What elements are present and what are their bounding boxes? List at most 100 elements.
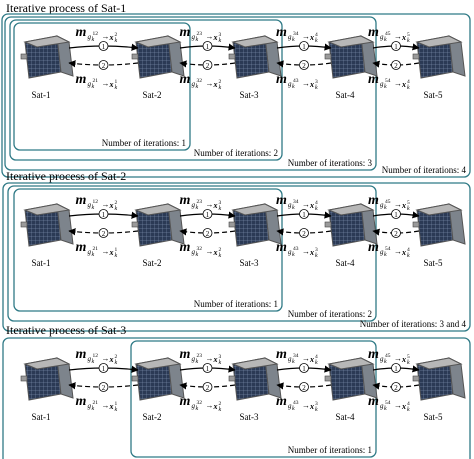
message-target-sub: k	[315, 206, 318, 212]
message-target-sub: k	[115, 85, 118, 91]
satellite-label: Sat-2	[143, 90, 162, 100]
message-sub-var: k	[384, 37, 387, 43]
step-two-number: 2	[206, 62, 210, 70]
message-symbol: m	[276, 25, 287, 40]
message-target-sup: 2	[219, 79, 222, 85]
message-target-sub: k	[115, 206, 118, 212]
message-sub-prefix: g	[192, 80, 196, 88]
step-two-number: 2	[102, 384, 106, 392]
message-symbol: m	[368, 394, 379, 409]
message-symbol: m	[368, 347, 379, 362]
message-arrow: →	[394, 200, 402, 209]
message-arrow: →	[206, 247, 214, 256]
message-arrow: →	[394, 32, 402, 41]
message-target-sup: 3	[219, 32, 222, 38]
message-arrow: →	[102, 354, 110, 363]
message-symbol: m	[180, 347, 191, 362]
iteration-count-label: Number of iterations: 3 and 4	[360, 319, 467, 329]
antenna-mount	[228, 221, 236, 228]
step-one-marker: 1	[98, 41, 109, 51]
message-target-sub: k	[407, 85, 410, 91]
satellite-cube-icon	[228, 357, 282, 401]
satellite-label: Sat-3	[240, 258, 259, 268]
message-sub-prefix: g	[380, 33, 384, 41]
step-two-marker: 2	[202, 60, 213, 70]
step-one-marker: 1	[299, 363, 309, 373]
message-target-sup: 5	[407, 354, 410, 360]
message-target-sub: k	[115, 38, 118, 44]
step-one-circle	[299, 363, 309, 373]
message-target-sub: k	[115, 253, 118, 259]
step-one-circle	[391, 363, 401, 373]
satellite-label: Sat-2	[143, 412, 162, 422]
message-sub-var: k	[196, 252, 199, 258]
message-sub-var: k	[196, 205, 199, 211]
message-sub-prefix: g	[192, 402, 196, 410]
step-two-marker: 2	[299, 228, 309, 238]
message-sup-ids: 45	[385, 199, 391, 205]
step-one-circle	[299, 41, 309, 51]
step-two-number: 2	[394, 62, 398, 70]
message-sup-ids: 45	[385, 353, 391, 359]
message-sub-var: k	[384, 84, 387, 90]
message-arrow: →	[394, 79, 402, 88]
message-target-var: x	[309, 80, 314, 89]
step-two-number: 2	[394, 230, 398, 238]
message-target-var: x	[309, 33, 314, 42]
step-two-marker: 2	[391, 60, 401, 70]
iteration-count-label: Number of iterations: 1	[288, 445, 372, 455]
step-one-number: 1	[206, 211, 210, 219]
satellite-cube-icon	[228, 203, 282, 247]
step-two-number: 2	[102, 230, 106, 238]
antenna-mount	[324, 375, 332, 382]
message-target-sub: k	[315, 38, 318, 44]
message-arrow: →	[302, 200, 310, 209]
step-one-circle	[391, 41, 401, 51]
step-two-circle	[98, 60, 109, 70]
message-target-var: x	[309, 402, 314, 411]
step-one-marker: 1	[202, 41, 213, 51]
message-target-var: x	[213, 402, 218, 411]
step-two-marker: 2	[299, 382, 309, 392]
message-target-sub: k	[407, 38, 410, 44]
satellite-cube-icon	[412, 35, 466, 79]
satellite-cube-icon	[324, 357, 378, 401]
message-sub-var: k	[92, 252, 95, 258]
cube-top-face	[327, 357, 375, 370]
message-sub-prefix: g	[288, 402, 292, 410]
message-symbol: m	[368, 240, 379, 255]
message-target-sup: 4	[315, 200, 318, 206]
step-two-marker: 2	[98, 60, 109, 70]
iteration-count-label: Number of iterations: 2	[288, 309, 372, 319]
message-target-sub: k	[115, 360, 118, 366]
step-two-circle	[391, 382, 401, 392]
message-sub-prefix: g	[380, 80, 384, 88]
step-one-number: 1	[102, 211, 106, 219]
message-symbol: m	[180, 25, 191, 40]
step-one-circle	[391, 209, 401, 219]
message-sub-prefix: g	[192, 33, 196, 41]
message-sub-prefix: g	[88, 248, 92, 256]
message-target-sup: 2	[115, 32, 118, 38]
message-sub-var: k	[196, 359, 199, 365]
message-target-sub: k	[407, 360, 410, 366]
step-one-number: 1	[302, 365, 306, 373]
step-two-circle	[391, 228, 401, 238]
iteration-loop-box	[9, 19, 283, 161]
message-target-var: x	[109, 33, 114, 42]
message-sub-var: k	[92, 205, 95, 211]
antenna-mount	[20, 221, 28, 228]
message-symbol: m	[180, 394, 191, 409]
message-sup-ids: 23	[197, 353, 203, 359]
message-sub-var: k	[384, 406, 387, 412]
message-arrow: →	[206, 79, 214, 88]
